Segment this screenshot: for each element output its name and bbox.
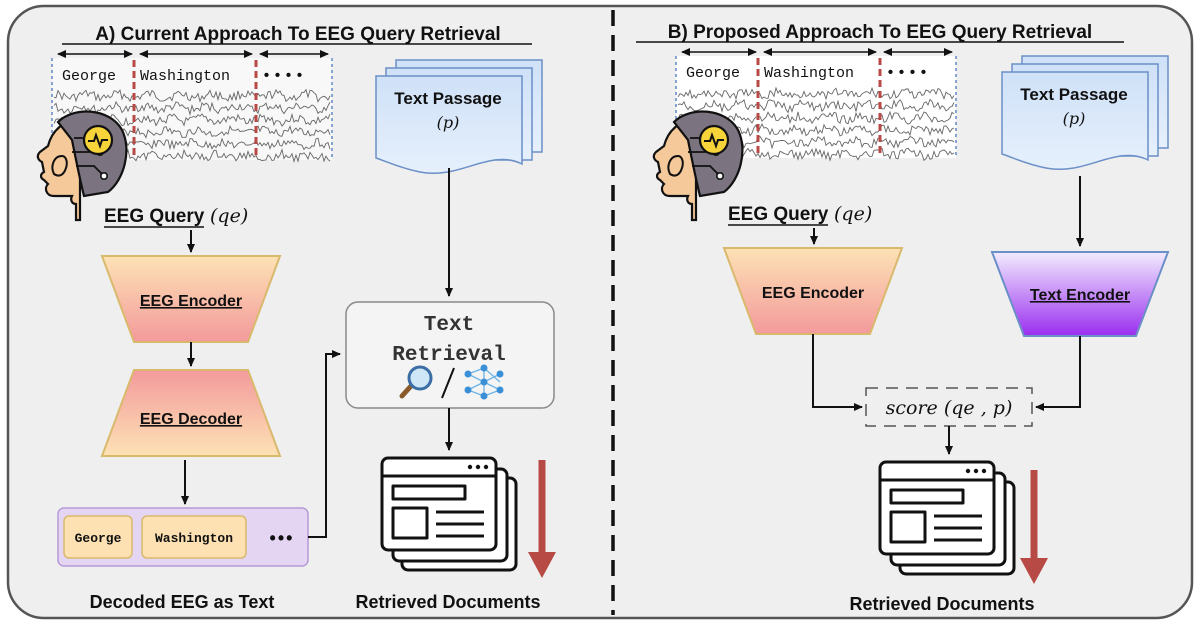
eeg-word-3-right: •••• xyxy=(886,65,930,82)
neural-network-icon xyxy=(464,364,504,400)
text-encoder-label: Text Encoder xyxy=(1030,287,1130,304)
ranking-arrow-right xyxy=(1020,470,1048,584)
text-passage-left: Text Passage (p) xyxy=(375,59,543,175)
score-label: score (qe , p) xyxy=(886,397,1013,419)
eeg-encoder-left: EEG Encoder xyxy=(100,255,282,343)
decoded-token-1: George xyxy=(75,531,122,546)
head-eeg-icon xyxy=(36,110,128,222)
decoded-caption: Decoded EEG as Text xyxy=(90,592,275,612)
documents-icon xyxy=(380,456,518,572)
text-retrieval-box: Text Retrieval xyxy=(345,301,555,409)
left-title: A) Current Approach To EEG Query Retriev… xyxy=(95,24,500,45)
eeg-trace xyxy=(677,98,955,114)
eeg-word-2-right: Washington xyxy=(764,65,854,82)
decoded-token-2: Washington xyxy=(155,531,233,546)
eeg-encoder-label: EEG Encoder xyxy=(140,293,242,310)
eeg-trace xyxy=(53,100,331,116)
text-passage-label: Text Passage xyxy=(394,89,501,108)
retrieved-caption-right: Retrieved Documents xyxy=(849,594,1034,614)
retrieved-caption-left: Retrieved Documents xyxy=(355,592,540,612)
eeg-query-symbol-right: (qe) xyxy=(834,203,872,225)
text-passage-right: Text Passage (p) xyxy=(1001,55,1169,171)
right-title: B) Proposed Approach To EEG Query Retrie… xyxy=(668,22,1092,43)
decoded-eeg-strip: George Washington ••• xyxy=(57,507,309,567)
eeg-query-symbol: (qe) xyxy=(210,205,248,227)
eeg-query-label: EEG Query xyxy=(104,206,205,227)
text-retrieval-line2: Retrieval xyxy=(392,344,505,367)
text-passage-symbol: (p) xyxy=(437,113,460,132)
eeg-query-label-right: EEG Query xyxy=(728,204,829,225)
search-icon xyxy=(399,365,433,399)
head-eeg-icon-right xyxy=(652,110,744,222)
eeg-decoder-label: EEG Decoder xyxy=(140,411,242,428)
decoded-ellipsis: ••• xyxy=(270,528,295,548)
eeg-word-3: •••• xyxy=(262,68,306,85)
ranking-arrow-left xyxy=(528,460,556,578)
eeg-decoder: EEG Decoder xyxy=(100,369,282,457)
eeg-word-2: Washington xyxy=(140,68,230,85)
documents-icon-right xyxy=(878,460,1016,576)
text-retrieval-line1: Text xyxy=(424,314,474,337)
eeg-word-1: George xyxy=(62,68,116,85)
eeg-word-1-right: George xyxy=(686,65,740,82)
eeg-trace xyxy=(677,86,955,101)
text-passage-symbol-right: (p) xyxy=(1063,109,1086,128)
text-passage-label-right: Text Passage xyxy=(1020,85,1127,104)
text-encoder: Text Encoder xyxy=(990,251,1170,337)
eeg-trace xyxy=(53,88,331,104)
eeg-encoder-right: EEG Encoder xyxy=(722,247,904,335)
eeg-encoder-label-right: EEG Encoder xyxy=(762,285,864,302)
